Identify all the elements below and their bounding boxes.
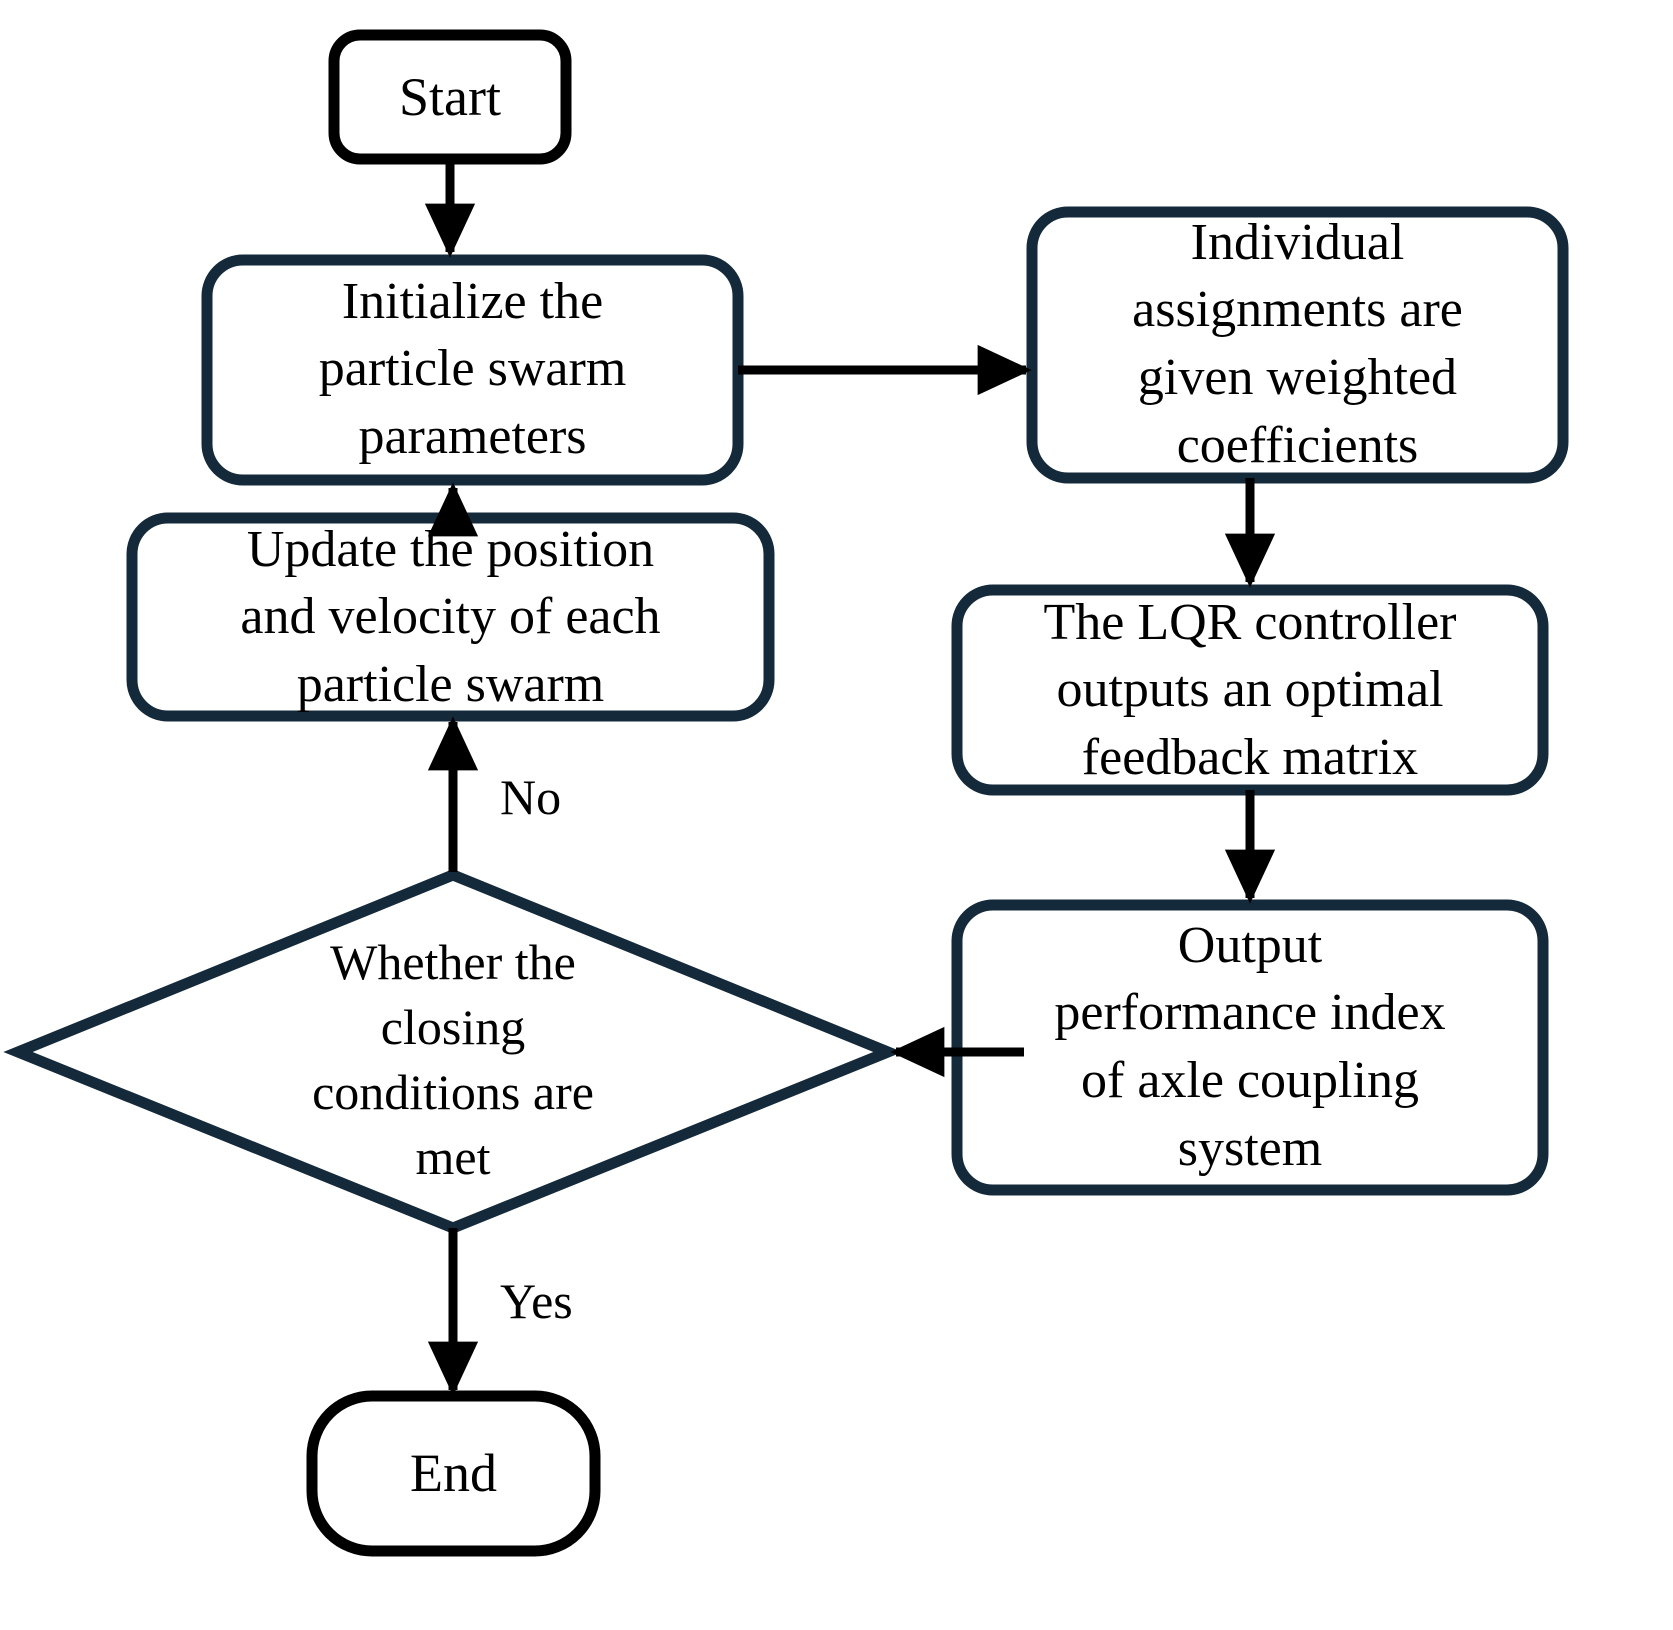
node-lqr-controller-shape — [951, 584, 1549, 796]
node-decision-shape — [3, 869, 903, 1234]
node-output-performance-shape — [951, 899, 1549, 1196]
node-start-shape — [328, 29, 572, 165]
node-update-particles-shape — [126, 512, 775, 722]
node-end-shape — [306, 1390, 601, 1557]
node-weighted-coefficients-shape — [1026, 206, 1569, 484]
node-initialize-shape — [201, 254, 744, 486]
